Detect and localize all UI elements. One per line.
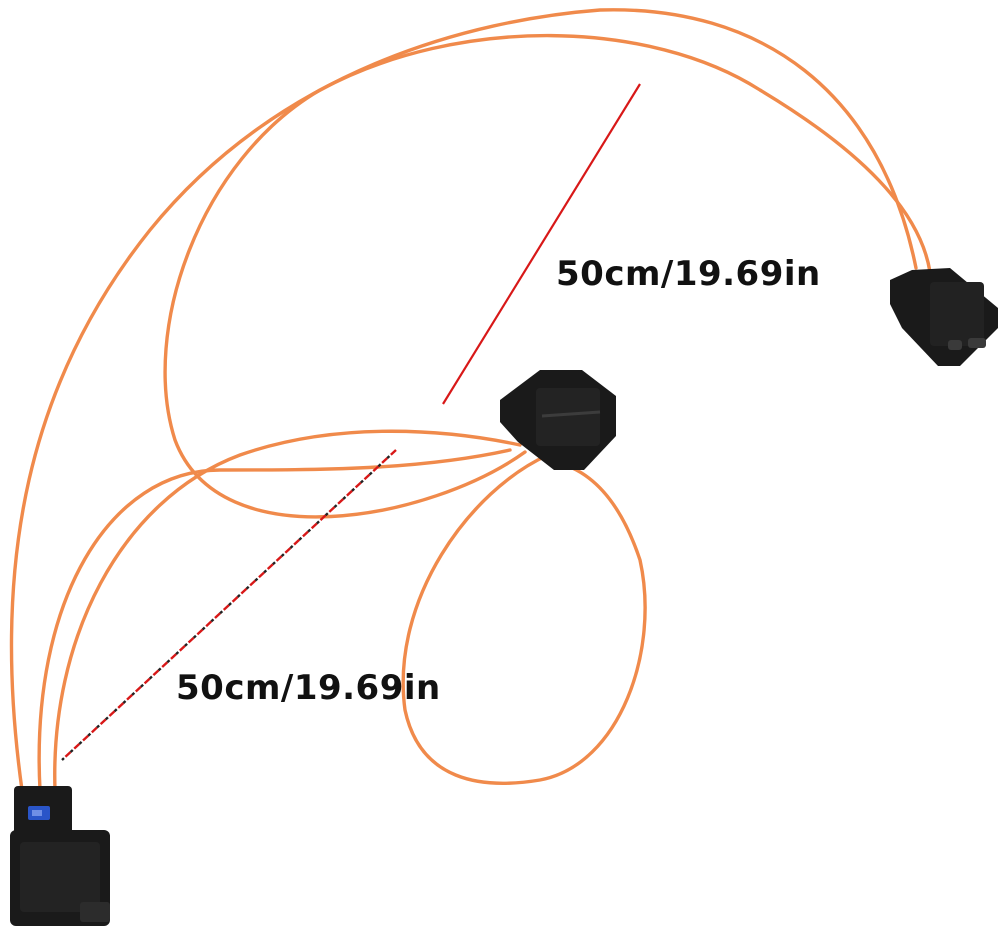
cable-lower-loop (401, 453, 647, 785)
cable-left-strand (53, 429, 522, 792)
length-label-top: 50cm/19.69in (556, 254, 821, 294)
connector-right (890, 268, 998, 366)
length-label-bottom: 50cm/19.69in (176, 668, 441, 708)
measure-line-bottom-dark (61, 449, 397, 761)
measure-line-bottom (61, 449, 397, 761)
cable-upper-loop (163, 33, 932, 519)
connector-middle (500, 370, 616, 470)
connector-left (10, 786, 110, 926)
measure-line-top (442, 83, 641, 405)
